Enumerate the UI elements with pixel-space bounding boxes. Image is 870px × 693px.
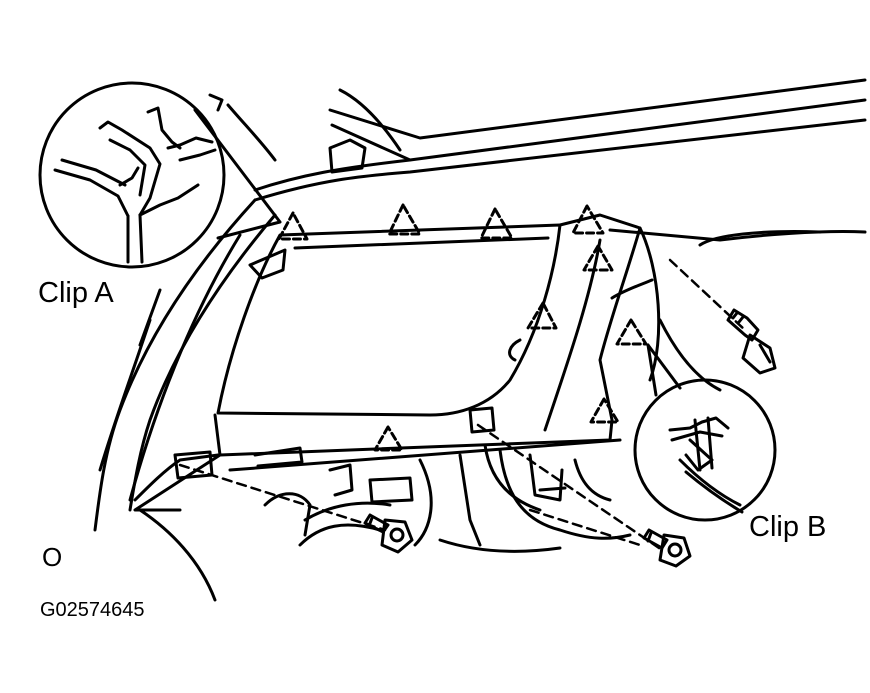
clip-marker <box>373 425 404 452</box>
corner-mark-label: O <box>42 542 63 572</box>
lower-components <box>138 443 632 602</box>
bolt-lower-right <box>642 528 692 568</box>
clip-marker <box>615 318 648 346</box>
clip-markers <box>277 203 648 452</box>
clip-marker <box>387 203 422 236</box>
clip-b-label: Clip B <box>749 511 827 543</box>
clip-marker <box>582 244 614 272</box>
clip-marker <box>277 211 309 241</box>
clip-marker <box>479 207 514 240</box>
fastener-guides <box>178 258 747 552</box>
roof-rail <box>208 78 867 202</box>
clip-marker <box>526 301 558 330</box>
figure-code-label: G02574645 <box>40 599 145 621</box>
clip-b-detail <box>633 343 777 522</box>
quarter-trim-panel <box>133 213 867 512</box>
clip-a-label: Clip A <box>38 277 114 309</box>
left-pillar <box>93 198 277 532</box>
clip-a-detail <box>38 81 282 269</box>
clip-marker <box>589 397 620 424</box>
quarter-window <box>216 223 562 417</box>
bolt-lower-left <box>363 513 414 554</box>
clip-marker <box>571 204 605 235</box>
bolt-upper <box>726 308 777 375</box>
